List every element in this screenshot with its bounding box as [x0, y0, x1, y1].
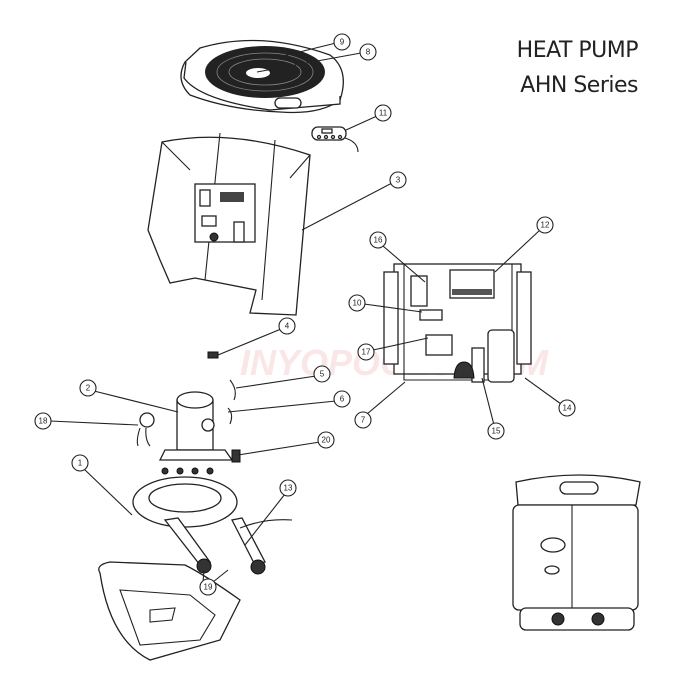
callout-12[interactable]: 12 [536, 216, 554, 234]
svg-text:12: 12 [541, 221, 550, 230]
svg-text:8: 8 [366, 48, 371, 57]
callout-9[interactable]: 9 [333, 33, 351, 51]
callout-leaders [49, 42, 562, 583]
svg-text:18: 18 [39, 417, 48, 426]
callout-15[interactable]: 15 [487, 422, 505, 440]
callout-14[interactable]: 14 [558, 399, 576, 417]
callout-7[interactable]: 7 [354, 411, 372, 429]
compressor-part [158, 391, 234, 475]
callout-1[interactable]: 1 [71, 454, 89, 472]
svg-text:15: 15 [492, 427, 501, 436]
control-panel-part [311, 126, 359, 153]
heat-exchanger-part [132, 476, 293, 575]
svg-text:13: 13 [284, 484, 293, 493]
callout-11[interactable]: 11 [374, 104, 392, 122]
callout-8[interactable]: 8 [359, 43, 377, 61]
svg-text:5: 5 [320, 370, 325, 379]
svg-text:3: 3 [396, 176, 401, 185]
svg-text:1: 1 [78, 459, 83, 468]
svg-text:10: 10 [353, 299, 362, 308]
assembled-unit-image [512, 474, 641, 631]
callout-20[interactable]: 20 [317, 431, 335, 449]
callout-6[interactable]: 6 [333, 390, 351, 408]
diagram-subtitle: AHN Series [520, 73, 638, 98]
svg-text:19: 19 [204, 583, 213, 592]
cabinet-panel-part [147, 132, 311, 316]
callout-17[interactable]: 17 [357, 343, 375, 361]
callout-5[interactable]: 5 [313, 365, 331, 383]
callout-16[interactable]: 16 [369, 231, 387, 249]
callout-18[interactable]: 18 [34, 412, 52, 430]
svg-text:2: 2 [86, 384, 91, 393]
callout-10[interactable]: 10 [348, 294, 366, 312]
electrical-box-part [383, 263, 532, 383]
svg-text:7: 7 [361, 416, 366, 425]
svg-text:4: 4 [285, 322, 290, 331]
svg-text:20: 20 [322, 436, 331, 445]
svg-text:17: 17 [362, 348, 371, 357]
svg-text:16: 16 [374, 236, 383, 245]
callout-3[interactable]: 3 [389, 171, 407, 189]
svg-text:14: 14 [563, 404, 572, 413]
svg-text:6: 6 [340, 395, 345, 404]
svg-text:9: 9 [340, 38, 345, 47]
callout-2[interactable]: 2 [79, 379, 97, 397]
callout-13[interactable]: 13 [279, 479, 297, 497]
top-cover-part [180, 39, 344, 114]
svg-text:11: 11 [379, 109, 388, 118]
small-parts [136, 351, 241, 463]
callout-19[interactable]: 19 [199, 578, 217, 596]
callout-4[interactable]: 4 [278, 317, 296, 335]
diagram-title: HEAT PUMP [516, 38, 639, 63]
